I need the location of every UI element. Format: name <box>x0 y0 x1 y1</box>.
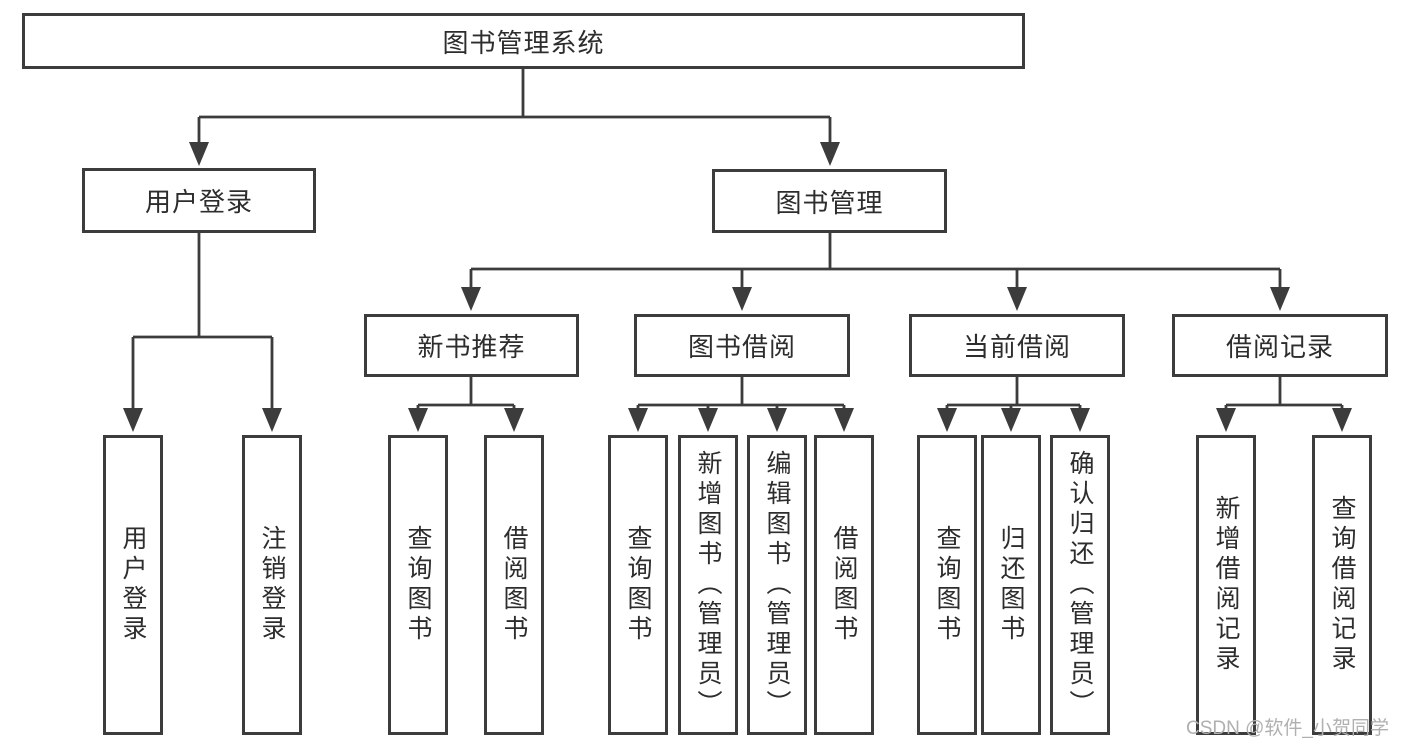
leaf-cb-query-books: 查询图书 <box>917 435 977 735</box>
node-label: 借阅记录 <box>1225 332 1334 362</box>
node-label: 确认归还（管理员） <box>1066 450 1094 720</box>
node-book-borrowing: 图书借阅 <box>634 314 850 377</box>
node-user-login: 用户登录 <box>82 168 316 233</box>
node-label: 图书借阅 <box>687 332 796 362</box>
arrowhead-icon <box>1270 287 1290 311</box>
leaf-bb-query-books: 查询图书 <box>608 435 668 735</box>
leaf-user-login: 用户登录 <box>103 435 163 735</box>
node-label: 当前借阅 <box>962 332 1071 362</box>
node-label: 新增图书（管理员） <box>694 450 722 720</box>
arrowhead-icon <box>189 142 209 166</box>
arrowhead-icon <box>262 408 282 432</box>
node-label: 用户登录 <box>144 187 253 217</box>
node-label: 用户登录 <box>119 525 147 645</box>
arrowhead-icon <box>628 408 648 432</box>
leaf-bb-borrow-books: 借阅图书 <box>814 435 874 735</box>
node-label: 借阅图书 <box>500 525 528 645</box>
watermark: CSDN @软件_小贺同学 <box>1186 718 1389 739</box>
node-label: 归还图书 <box>997 525 1025 645</box>
leaf-br-add-record: 新增借阅记录 <box>1196 435 1256 735</box>
node-label: 新书推荐 <box>417 332 526 362</box>
node-label: 查询图书 <box>624 525 652 645</box>
leaf-cb-return-books: 归还图书 <box>981 435 1041 735</box>
node-borrowing-records: 借阅记录 <box>1172 314 1388 377</box>
node-label: 查询图书 <box>404 525 432 645</box>
arrowhead-icon <box>1216 408 1236 432</box>
arrowhead-icon <box>834 408 854 432</box>
node-label: 编辑图书（管理员） <box>763 450 791 720</box>
arrowhead-icon <box>698 408 718 432</box>
node-label: 借阅图书 <box>830 525 858 645</box>
arrowhead-icon <box>123 408 143 432</box>
arrowhead-icon <box>504 408 524 432</box>
connector-lines <box>131 69 1344 409</box>
arrowhead-icon <box>732 287 752 311</box>
arrowhead-icon <box>408 408 428 432</box>
node-label: 图书管理系统 <box>442 27 605 58</box>
leaf-logout: 注销登录 <box>242 435 302 735</box>
node-label: 图书管理 <box>775 187 884 218</box>
leaf-cb-confirm-return-admin: 确认归还（管理员） <box>1050 435 1110 735</box>
leaf-nb-query-books: 查询图书 <box>388 435 448 735</box>
node-label: 查询借阅记录 <box>1328 495 1356 675</box>
arrowhead-icon <box>937 408 957 432</box>
arrowhead-icon <box>820 142 840 166</box>
leaf-bb-edit-book-admin: 编辑图书（管理员） <box>747 435 807 735</box>
node-label: 查询图书 <box>933 525 961 645</box>
node-label: 新增借阅记录 <box>1212 495 1240 675</box>
leaf-nb-borrow-books: 借阅图书 <box>484 435 544 735</box>
node-current-borrowing: 当前借阅 <box>909 314 1125 377</box>
arrowhead-icon <box>1070 408 1090 432</box>
arrowhead-icon <box>1007 287 1027 311</box>
arrowhead-icon <box>1001 408 1021 432</box>
arrowhead-icon <box>461 287 481 311</box>
arrowhead-icon <box>1332 408 1352 432</box>
node-new-book-recommendation: 新书推荐 <box>364 314 579 377</box>
node-library-management-system: 图书管理系统 <box>22 13 1025 69</box>
node-book-management: 图书管理 <box>712 169 947 233</box>
node-label: 注销登录 <box>258 525 286 645</box>
leaf-br-query-record: 查询借阅记录 <box>1312 435 1372 735</box>
arrowhead-icon <box>767 408 787 432</box>
leaf-bb-add-book-admin: 新增图书（管理员） <box>678 435 738 735</box>
